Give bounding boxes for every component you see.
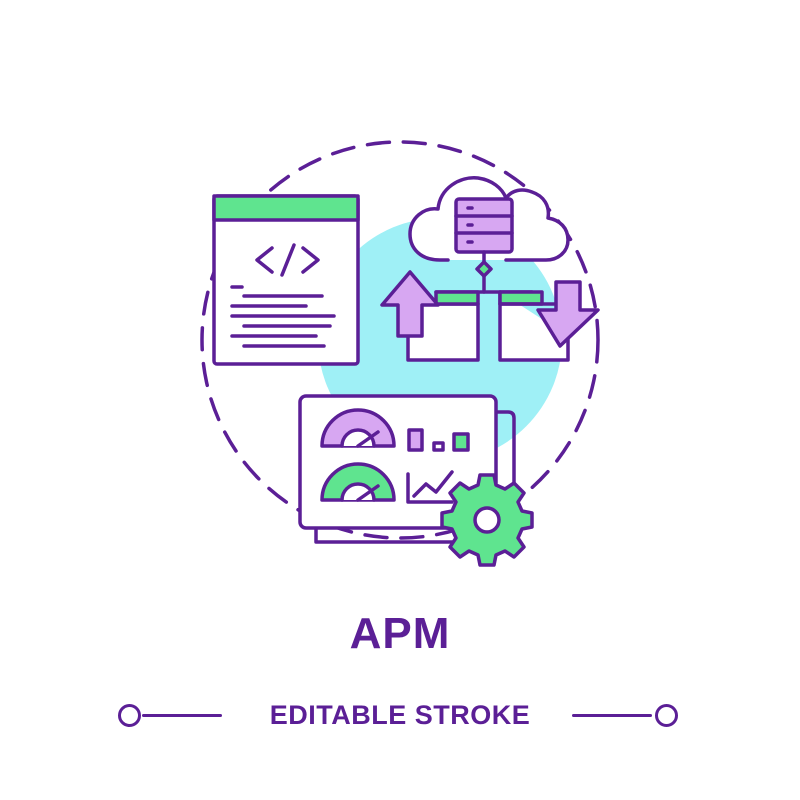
right-divider <box>572 714 652 717</box>
code-window-icon <box>212 194 360 366</box>
download-arrow-icon <box>498 280 600 362</box>
left-dot-icon <box>118 704 141 727</box>
right-dot-icon <box>655 704 678 727</box>
gear-icon <box>440 473 534 567</box>
dashboard-icon <box>298 394 516 544</box>
footer-label: EDITABLE STROKE <box>269 700 531 730</box>
footer-caption: EDITABLE STROKE <box>0 693 800 737</box>
upload-arrow-icon <box>380 270 480 362</box>
dashed-ring <box>200 140 600 540</box>
page-title: APM <box>349 609 451 658</box>
left-divider <box>142 714 222 717</box>
cloud-server-icon <box>408 176 570 294</box>
